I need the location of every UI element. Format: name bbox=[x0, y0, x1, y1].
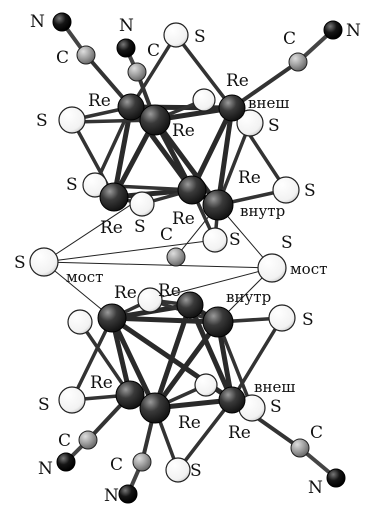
atom-s-bridge-right bbox=[257, 253, 287, 283]
label-re-9: Re bbox=[90, 373, 113, 393]
label-re-7: Re bbox=[114, 283, 137, 303]
label-bridge-left: мост bbox=[66, 268, 103, 286]
atom-s-2 bbox=[192, 88, 216, 112]
atom-n-3 bbox=[323, 20, 343, 40]
atom-s-1 bbox=[163, 22, 189, 48]
atom-re-5 bbox=[177, 175, 207, 205]
atom-s-7 bbox=[129, 191, 155, 217]
atom-re-3 bbox=[218, 94, 246, 122]
atom-c-5 bbox=[78, 430, 98, 450]
label-re-2: Re bbox=[172, 121, 195, 141]
label-s-9: S bbox=[302, 310, 314, 330]
atom-n-2 bbox=[116, 38, 136, 58]
label-n-1: N bbox=[30, 12, 45, 32]
atom-re-8 bbox=[176, 291, 204, 319]
rhenium-atoms bbox=[97, 93, 246, 424]
atom-s-12 bbox=[194, 373, 218, 397]
label-re-5: Re bbox=[100, 218, 123, 238]
atom-s-15 bbox=[165, 457, 191, 483]
atom-c-7 bbox=[290, 438, 310, 458]
label-s-bridge-left: S bbox=[14, 253, 26, 273]
label-s-7: S bbox=[229, 230, 241, 250]
label-s-2: S bbox=[36, 111, 48, 131]
sulfur-atoms bbox=[29, 22, 300, 483]
atom-n-6 bbox=[326, 468, 346, 488]
label-c-1: C bbox=[56, 48, 69, 68]
atom-re-2 bbox=[139, 104, 171, 136]
label-n-3: N bbox=[346, 21, 361, 41]
atom-re-1 bbox=[117, 93, 145, 121]
label-c-2: C bbox=[147, 41, 160, 61]
atom-n-5 bbox=[118, 484, 138, 504]
atom-re-7 bbox=[97, 303, 127, 333]
label-c-3: C bbox=[283, 29, 296, 49]
label-outer-top: внеш bbox=[248, 94, 289, 112]
atom-s-10 bbox=[268, 304, 296, 332]
label-s-10: S bbox=[38, 395, 50, 415]
atom-labels: N N N N N N C C C C C C C S S S S S S S … bbox=[14, 12, 361, 506]
label-inner-bottom: внутр bbox=[226, 288, 271, 306]
label-s-3: S bbox=[268, 116, 280, 136]
label-bridge-right: мост bbox=[290, 260, 327, 278]
nitrogen-atoms bbox=[52, 12, 346, 504]
atom-re-9 bbox=[202, 306, 234, 338]
atom-s-bridge-left bbox=[29, 247, 59, 277]
label-re-6: Re bbox=[172, 209, 195, 229]
atom-s-13 bbox=[58, 386, 86, 414]
atom-c-4 bbox=[166, 247, 186, 267]
atom-s-9 bbox=[137, 287, 163, 313]
label-c-6: C bbox=[110, 455, 123, 475]
label-n-6: N bbox=[308, 478, 323, 498]
label-s-1: S bbox=[194, 27, 206, 47]
label-n-5: N bbox=[104, 486, 119, 506]
label-n-4: N bbox=[38, 459, 53, 479]
label-n-2: N bbox=[119, 16, 134, 36]
atom-re-6 bbox=[202, 189, 234, 221]
label-re-8: Re bbox=[158, 281, 181, 301]
atom-n-1 bbox=[52, 12, 72, 32]
atom-c-1 bbox=[76, 45, 96, 65]
atom-s-6 bbox=[272, 176, 300, 204]
atom-s-8 bbox=[202, 227, 228, 253]
atom-c-3 bbox=[288, 52, 308, 72]
atom-n-4 bbox=[56, 452, 76, 472]
label-outer-bottom: внеш bbox=[254, 378, 295, 396]
atom-re-10 bbox=[115, 380, 145, 410]
label-s-5: S bbox=[304, 181, 316, 201]
label-re-11: Re bbox=[228, 423, 251, 443]
label-s-8: S bbox=[281, 233, 293, 253]
label-c-7: C bbox=[310, 423, 323, 443]
label-inner-top: внутр bbox=[240, 202, 285, 220]
label-c-4: C bbox=[160, 225, 173, 245]
atom-c-6 bbox=[132, 452, 152, 472]
atom-s-4 bbox=[236, 109, 264, 137]
atom-c-2 bbox=[127, 62, 147, 82]
label-c-5: C bbox=[58, 431, 71, 451]
label-s-4: S bbox=[66, 175, 78, 195]
atom-re-12 bbox=[218, 386, 246, 414]
label-re-1: Re bbox=[88, 91, 111, 111]
label-re-10: Re bbox=[178, 413, 201, 433]
label-re-4: Re bbox=[238, 168, 261, 188]
label-s-6: S bbox=[134, 217, 146, 237]
atom-s-11 bbox=[67, 309, 93, 335]
carbon-atoms bbox=[76, 45, 310, 472]
atom-s-3 bbox=[58, 106, 86, 134]
label-s-11: S bbox=[270, 397, 282, 417]
label-s-12: S bbox=[190, 461, 202, 481]
label-re-3: Re bbox=[226, 71, 249, 91]
atom-re-4 bbox=[99, 182, 129, 212]
atom-re-11 bbox=[139, 392, 171, 424]
